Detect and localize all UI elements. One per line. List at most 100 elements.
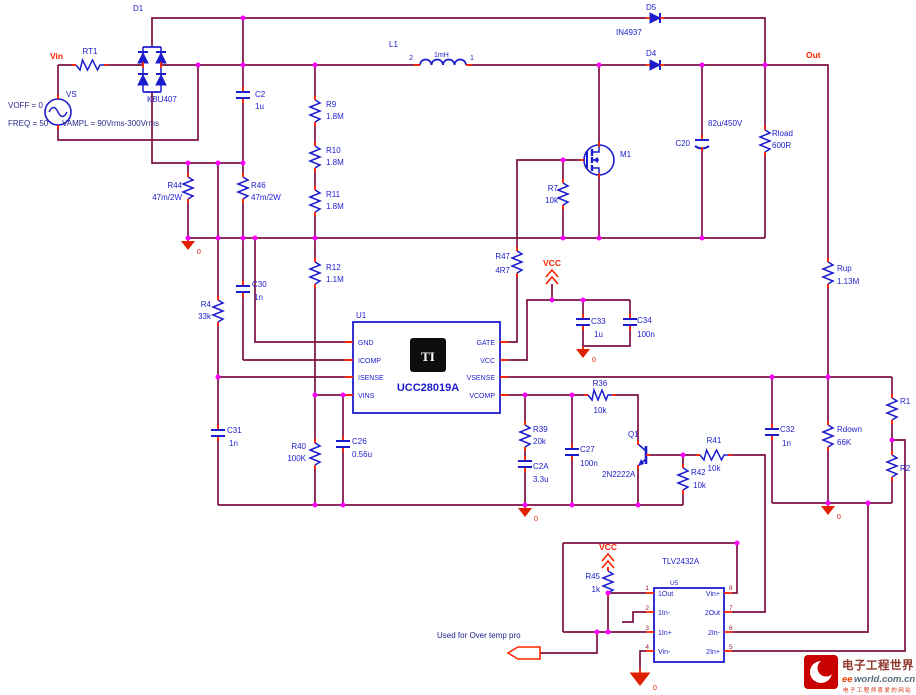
wire-segment — [57, 65, 199, 141]
label-components-Rdown-ref: Rdown — [837, 425, 862, 434]
label-u1-logo: TI — [421, 349, 435, 364]
label-u5-nums_left-3: 4 — [645, 644, 649, 651]
label-u5-pins_left-3: Vin- — [658, 649, 671, 656]
label-components-R2-ref: R2 — [900, 464, 911, 473]
junction-dot — [215, 374, 221, 380]
resistor-Rup — [820, 261, 836, 285]
label-u5-nums_left-0: 1 — [645, 585, 649, 592]
label-components-L1-pin1: 1 — [470, 55, 474, 62]
label-components-C30-value: 1n — [254, 293, 263, 302]
eeworld-logo-icon — [817, 659, 835, 677]
wire-segment — [500, 273, 518, 343]
label-components-C33-value: 1u — [594, 330, 603, 339]
label-components-R10-ref: R10 — [326, 146, 341, 155]
label-components-R40-value: 100K — [287, 454, 306, 463]
junction-dot — [252, 235, 258, 241]
wire-segment — [728, 454, 766, 613]
label-nets-vcc: VCC — [543, 258, 561, 268]
label-components-C2-ref: C2 — [255, 90, 266, 99]
resistor-R11 — [307, 189, 323, 213]
vcc-symbol — [545, 268, 559, 285]
ground-symbol-large — [629, 672, 651, 686]
label-u5-pins_right-0: Vin+ — [706, 591, 720, 598]
label-components-R39-value: 20k — [533, 437, 547, 446]
wire-segment — [612, 394, 639, 445]
junction-dot — [240, 160, 246, 166]
label-components-L1-ref: L1 — [389, 40, 398, 49]
junction-dot — [569, 392, 575, 398]
label-u5-ref: U5 — [670, 580, 679, 587]
ground-symbol — [821, 506, 835, 515]
wire-segment — [151, 17, 646, 47]
label-components-C31-value: 1n — [229, 439, 238, 448]
resistor-R4 — [210, 299, 226, 323]
junction-dot — [635, 502, 641, 508]
label-u5-nums_right-3: 5 — [729, 644, 733, 651]
label-components-R12-value: 1.1M — [326, 275, 344, 284]
label-components-R1-ref: R1 — [900, 397, 911, 406]
label-components-Q1-value: 2N2222A — [602, 470, 636, 479]
resistor-R47 — [509, 250, 525, 274]
wire-segment — [732, 503, 869, 633]
label-u1-pins_right-3: VCOMP — [469, 393, 495, 400]
label-u1-pins_left-1: ICOMP — [358, 358, 381, 365]
junction-dot — [699, 62, 705, 68]
junction-dots — [185, 15, 895, 635]
label-u5-pins_left-2: 1In+ — [658, 630, 672, 637]
label-components-R44-value: 47m/2W — [152, 193, 182, 202]
junction-dot — [596, 235, 602, 241]
label-components-Rdown-value: 66K — [837, 438, 852, 447]
junction-dot — [522, 502, 528, 508]
wire-segment — [500, 299, 630, 361]
label-nets-vcc: VCC — [599, 542, 617, 552]
junction-dot — [560, 157, 566, 163]
wire-segment — [639, 650, 646, 668]
junction-dot — [240, 62, 246, 68]
junction-dot — [340, 502, 346, 508]
inductor-L1 — [419, 58, 467, 66]
junction-dot — [549, 297, 555, 303]
label-components-R45-ref: R45 — [585, 572, 600, 581]
label-components-R46-ref: R46 — [251, 181, 266, 190]
label-components-R47-ref: R47 — [495, 252, 510, 261]
resistor-R39 — [517, 424, 533, 448]
label-u1-ref: U1 — [356, 311, 367, 320]
junction-dot — [596, 62, 602, 68]
wire-segment — [732, 439, 906, 652]
label-components-R11-ref: R11 — [326, 190, 341, 199]
label-u5-nums_left-1: 2 — [645, 605, 649, 612]
resistor-R12 — [307, 261, 323, 285]
label-components-C34-ref: C34 — [637, 316, 652, 325]
resistor-R1 — [884, 397, 900, 421]
junction-dot — [594, 629, 600, 635]
resistor-R44 — [180, 176, 196, 200]
label-components-C32-ref: C32 — [780, 425, 795, 434]
junction-dot — [825, 500, 831, 506]
label-components-R44-ref: R44 — [167, 181, 182, 190]
label-components-D5-value: IN4937 — [616, 28, 642, 37]
label-components-R7-ref: R7 — [548, 184, 559, 193]
terminal-ticks — [57, 17, 893, 652]
junction-dot — [185, 160, 191, 166]
label-components-RT1-ref: RT1 — [83, 47, 99, 56]
label-components-R42-ref: R42 — [691, 468, 706, 477]
diode-D4 — [649, 59, 662, 71]
resistor-R2 — [884, 454, 900, 478]
label-components-R40-ref: R40 — [291, 442, 306, 451]
junction-dot — [865, 500, 871, 506]
label-source-voff: VOFF = 0 — [8, 101, 43, 110]
label-components-D1-ref: D1 — [133, 4, 144, 13]
label-u1-part: UCC28019A — [397, 382, 459, 394]
label-components-R7-value: 10k — [545, 196, 559, 205]
resistor-Rload — [757, 129, 773, 153]
junction-dot — [889, 437, 895, 443]
junction-dot — [215, 235, 221, 241]
resistor-R7 — [555, 182, 571, 206]
junction-dot — [769, 374, 775, 380]
label-components-C26-ref: C26 — [352, 437, 367, 446]
ic-U5-body — [653, 587, 725, 663]
label-components-R47-value: 4R7 — [495, 266, 510, 275]
label-components-R36-ref: R36 — [593, 379, 608, 388]
